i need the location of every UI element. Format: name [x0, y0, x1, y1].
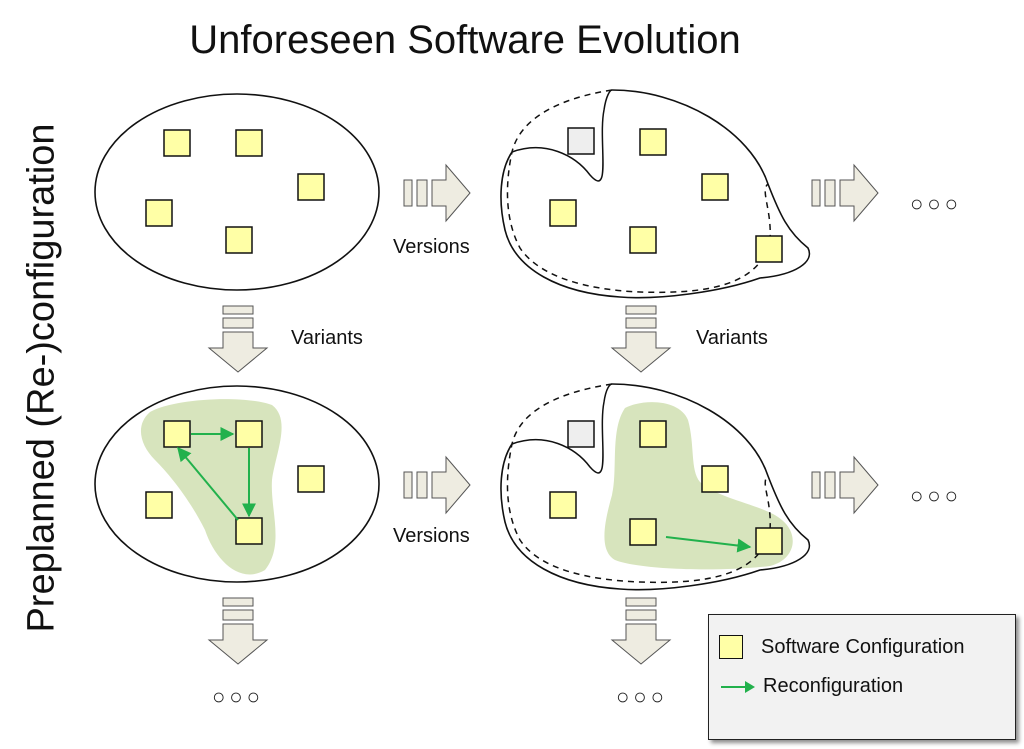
config-square [163, 129, 191, 157]
variant-arrow-left-bottom [207, 597, 269, 665]
vertical-axis-label: Preplanned (Re-)configuration [20, 123, 63, 633]
legend-reconfiguration-arrow-icon [721, 680, 755, 693]
config-square [145, 491, 173, 519]
diagram-title: Unforeseen Software Evolution [189, 18, 741, 62]
legend-config-label: Software Configuration [761, 635, 965, 658]
version-arrow-bottom-middle [403, 455, 471, 515]
config-space-top-left [94, 93, 380, 291]
version-arrow-top-middle [403, 163, 471, 223]
version-arrow-bottom-right [811, 455, 879, 515]
config-square [701, 173, 729, 201]
ellipsis-middle-right: ○○○ [910, 483, 962, 508]
reconfiguration-arrow [665, 536, 752, 553]
config-square [235, 420, 263, 448]
versions-label-top: Versions [393, 236, 470, 258]
config-square [629, 226, 657, 254]
ellipsis-top-right: ○○○ [910, 191, 962, 216]
version-arrow-top-right [811, 163, 879, 223]
added-config-square [755, 235, 783, 263]
config-square [629, 518, 657, 546]
ellipsis-bottom-middle: ○○○ [616, 684, 668, 709]
config-space-top-right [500, 89, 811, 299]
removed-config-square [567, 127, 595, 155]
config-square [297, 173, 325, 201]
config-square [225, 226, 253, 254]
config-space-bottom-left [94, 385, 380, 583]
config-square [235, 517, 263, 545]
versions-label-bottom: Versions [393, 525, 470, 547]
ellipsis-bottom-left: ○○○ [212, 684, 264, 709]
legend: Software Configuration Reconfiguration [708, 614, 1016, 740]
config-square [297, 465, 325, 493]
added-config-square [755, 527, 783, 555]
removed-config-square [567, 420, 595, 448]
config-square [549, 199, 577, 227]
config-square [163, 420, 191, 448]
config-square [701, 465, 729, 493]
variants-label-right: Variants [696, 327, 768, 349]
config-square [639, 128, 667, 156]
config-square [549, 491, 577, 519]
legend-reconfiguration-label: Reconfiguration [763, 675, 904, 697]
config-square [235, 129, 263, 157]
legend-config-swatch [719, 635, 743, 659]
variants-label-left: Variants [291, 327, 363, 349]
reconfiguration-arrow [177, 446, 239, 521]
variant-arrow-left-middle [207, 305, 269, 373]
config-square [145, 199, 173, 227]
variant-arrow-right-bottom [610, 597, 672, 665]
variant-arrow-right-middle [610, 305, 672, 373]
config-square [639, 420, 667, 448]
config-space-bottom-right [500, 383, 811, 591]
